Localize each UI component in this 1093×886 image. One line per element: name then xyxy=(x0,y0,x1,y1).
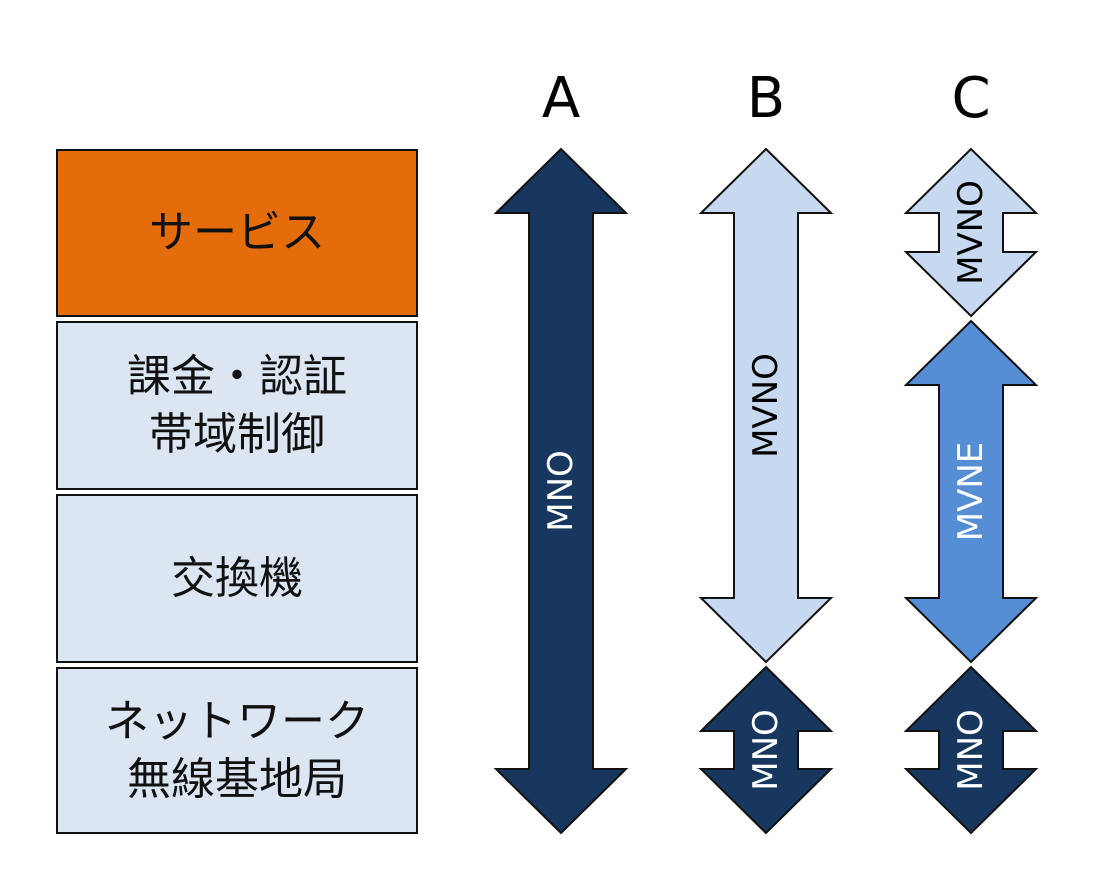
double-arrow-icon xyxy=(903,147,1039,318)
column-label-c: C xyxy=(951,66,991,131)
arrow-b-mno: MNO xyxy=(698,665,834,835)
double-arrow-icon xyxy=(493,147,629,835)
layer-label: 交換機 xyxy=(171,552,303,604)
arrow-label: MVNO xyxy=(746,353,786,458)
layer-label: ネットワーク 無線基地局 xyxy=(105,695,369,805)
layer-switch: 交換機 xyxy=(56,494,418,663)
layer-label: サービス xyxy=(149,207,325,258)
arrow-label: MVNE xyxy=(951,442,991,542)
arrow-a-mno: MNO xyxy=(493,147,629,835)
layer-service: サービス xyxy=(56,149,418,317)
double-arrow-icon xyxy=(698,665,834,835)
double-arrow-icon xyxy=(903,319,1039,664)
arrow-c-mvno: MVNO xyxy=(903,147,1039,318)
double-arrow-icon xyxy=(698,147,834,664)
column-label-b: B xyxy=(746,66,786,131)
arrow-c-mvne: MVNE xyxy=(903,319,1039,664)
arrow-label: MNO xyxy=(541,450,581,532)
column-label-a: A xyxy=(541,66,581,131)
arrow-label: MNO xyxy=(951,709,991,791)
layer-billing-auth: 課金・認証 帯域制御 xyxy=(56,321,418,490)
layer-network: ネットワーク 無線基地局 xyxy=(56,667,418,834)
arrow-b-mvno: MVNO xyxy=(698,147,834,664)
arrow-label: MNO xyxy=(746,709,786,791)
arrow-c-mno: MNO xyxy=(903,665,1039,835)
arrow-label: MVNO xyxy=(951,180,991,285)
double-arrow-icon xyxy=(903,665,1039,835)
layer-label: 課金・認証 帯域制御 xyxy=(127,350,347,460)
